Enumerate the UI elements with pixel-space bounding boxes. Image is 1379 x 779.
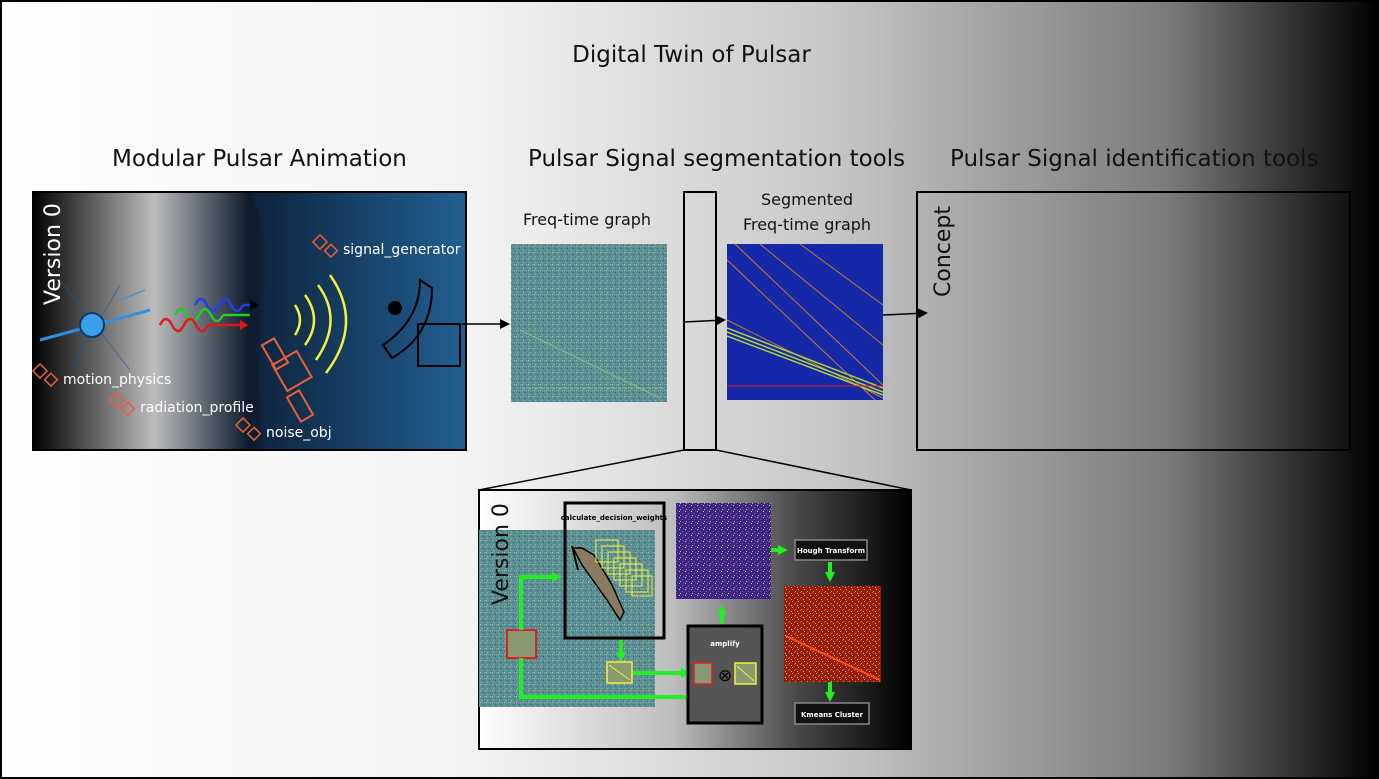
hough-output-graph [784, 586, 881, 682]
concept-label: Concept [931, 206, 956, 297]
radio-wave-icon [293, 274, 348, 374]
amplify-label: amplify [710, 640, 740, 648]
column-title-animation: Modular Pulsar Animation [112, 146, 407, 172]
module-icon-noise-obj [234, 416, 262, 442]
decision-weight-shape [571, 547, 625, 622]
hough-transform-label: Hough Transform [797, 547, 865, 555]
module-icon-signal-generator [311, 233, 339, 259]
module-icon-motion-physics [31, 362, 59, 388]
amplify-input-red [693, 662, 713, 685]
segmented-freq-time-graph [726, 243, 884, 401]
multiply-icon: ⊗ [718, 666, 732, 686]
zoom-connector-left [478, 449, 685, 491]
detail-version-label: Version 0 [489, 503, 514, 605]
module-icon-radiation-profile [108, 391, 136, 417]
diagram-title: Digital Twin of Pulsar [572, 42, 811, 68]
arrow-graph-to-segmented [683, 315, 726, 326]
emitted-wave-icons [158, 297, 260, 333]
pulsar-icon [39, 279, 151, 371]
kmeans-cluster-label: Kmeans Cluster [801, 711, 864, 719]
hough-transform-box [794, 539, 868, 561]
column-title-identification: Pulsar Signal identification tools [950, 146, 1319, 172]
freq-time-label: Freq-time graph [522, 210, 652, 229]
concept-box [916, 191, 1351, 451]
zoom-connector-right [715, 449, 912, 491]
satellite-icon [260, 337, 315, 423]
red-selection-box [506, 629, 537, 659]
calculate-decision-weights-label: calculate_decision_weights [561, 514, 667, 522]
module-label-motion-physics: motion_physics [63, 372, 171, 388]
freq-time-graph [511, 244, 667, 402]
calculate-decision-weights-box [563, 501, 666, 640]
module-label-radiation-profile: radiation_profile [140, 400, 254, 416]
amplified-graph [676, 503, 771, 599]
segmented-label-line2: Freq-time graph [742, 215, 872, 234]
column-title-segmentation: Pulsar Signal segmentation tools [528, 146, 906, 172]
animation-panel: Version 0 [31, 191, 467, 451]
detail-panel: Version 0 calculate_decision_weights [478, 489, 912, 750]
segmented-label-line1: Segmented [761, 190, 853, 209]
module-label-signal-generator: signal_generator [343, 242, 461, 258]
kmeans-cluster-box [794, 702, 870, 725]
module-label-noise-obj: noise_obj [266, 425, 332, 441]
radio-telescope-icon [381, 278, 461, 367]
decision-weight-windows [595, 539, 653, 597]
animation-version-label: Version 0 [41, 203, 66, 305]
arrow-segmented-to-concept [882, 308, 928, 319]
